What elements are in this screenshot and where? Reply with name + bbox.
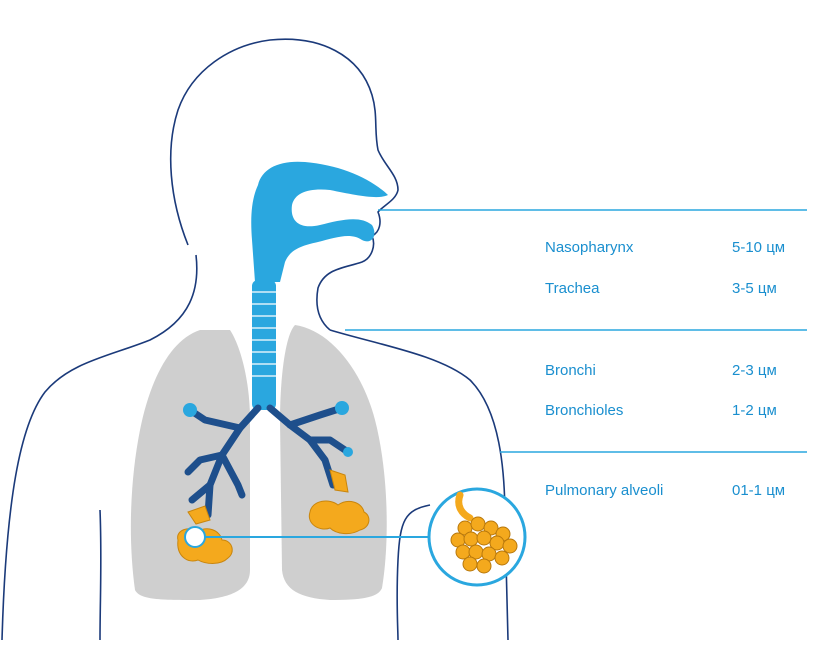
head-outline: [169, 38, 399, 331]
right-alveoli-a: [308, 500, 370, 535]
nasopharynx-shape: [251, 161, 388, 282]
size-pulmonary-alveoli: 01-1 цм: [732, 482, 785, 499]
bronchi-icon: [184, 404, 352, 519]
size-trachea: 3-5 цм: [732, 280, 777, 297]
alveoli-highlight-ring: [184, 526, 206, 548]
right-shoulder-outline: [329, 329, 509, 641]
size-bronchioles: 1-2 цм: [732, 402, 777, 419]
label-trachea: Trachea: [545, 280, 600, 297]
label-pulmonary-alveoli: Pulmonary alveoli: [545, 482, 663, 499]
trachea-shape: [252, 280, 276, 410]
region-labels: Nasopharynx 5-10 цм Trachea 3-5 цм Bronc…: [545, 239, 785, 499]
airway-icon: [251, 161, 388, 410]
left-shoulder-outline: [1, 254, 198, 641]
divider-lines: [345, 209, 807, 453]
label-nasopharynx: Nasopharynx: [545, 239, 634, 256]
size-nasopharynx: 5-10 цм: [732, 239, 785, 256]
label-bronchi: Bronchi: [545, 362, 596, 379]
size-bronchi: 2-3 цм: [732, 362, 777, 379]
alveoli-cluster-icon: [427, 487, 527, 587]
trachea-rings: [252, 291, 276, 377]
human-silhouette-icon: [1, 38, 509, 641]
right-lung: [280, 325, 387, 600]
right-alveoli-b: [329, 469, 349, 493]
label-bronchioles: Bronchioles: [545, 402, 623, 419]
left-arm-inner: [99, 509, 102, 641]
right-arm-inner: [396, 504, 431, 641]
bronchi-tips: [183, 401, 353, 457]
